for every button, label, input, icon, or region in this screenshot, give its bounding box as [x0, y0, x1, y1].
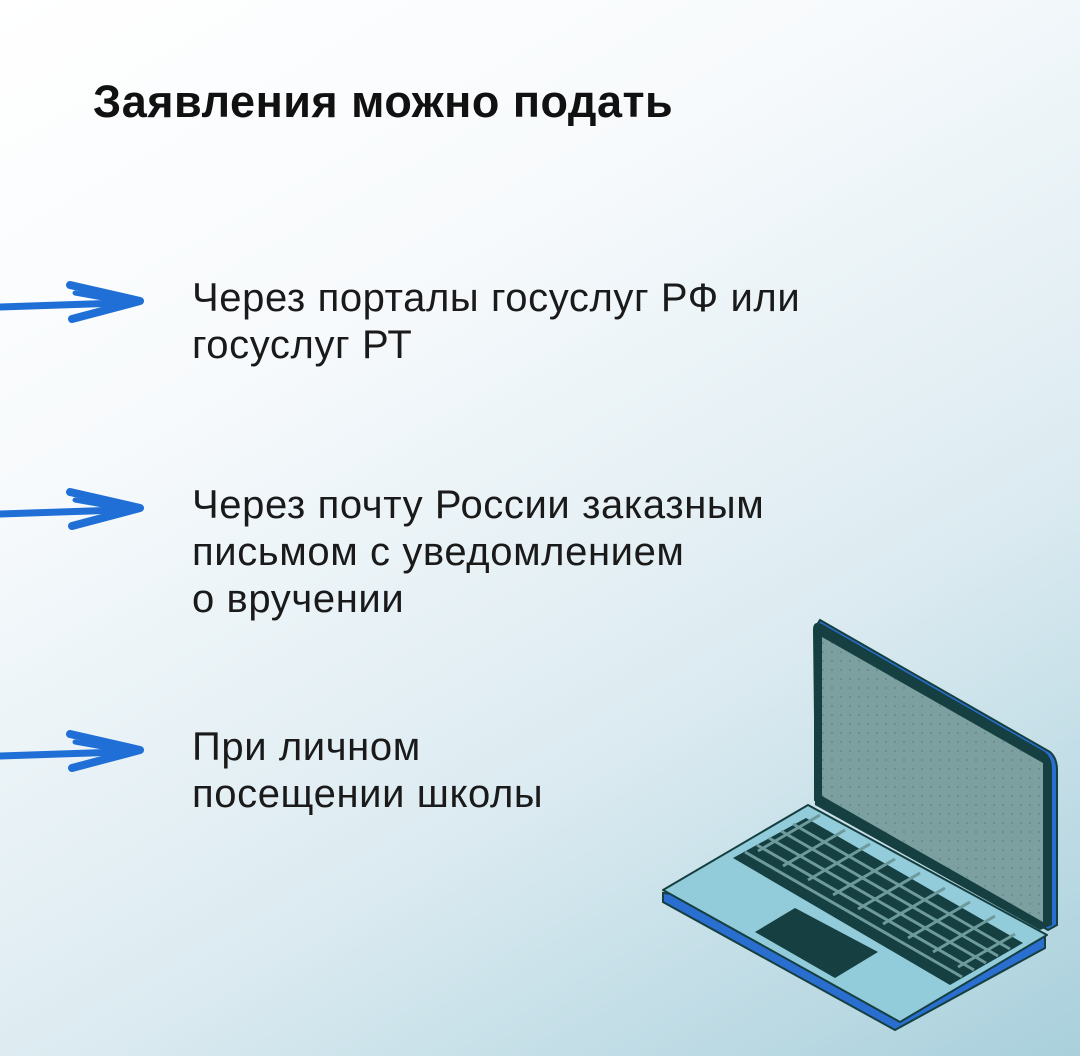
item-line: При личном [192, 725, 421, 769]
trackpad [755, 908, 878, 978]
page-title: Заявления можно подать [93, 76, 674, 127]
item-line: Через почту России заказным [192, 483, 765, 527]
keyboard [733, 813, 1023, 985]
laptop-screen [822, 637, 1043, 922]
item-line: письмом с уведомлением [192, 530, 685, 574]
item-line: Через порталы госуслуг РФ или [192, 276, 801, 320]
item-line: о вручении [192, 577, 405, 621]
item-line: посещении школы [192, 772, 544, 816]
item-line: госуслуг РТ [192, 323, 413, 367]
arrow-right-icon [0, 281, 144, 323]
arrow-right-icon [0, 488, 144, 530]
arrow-right-icon [0, 730, 144, 772]
